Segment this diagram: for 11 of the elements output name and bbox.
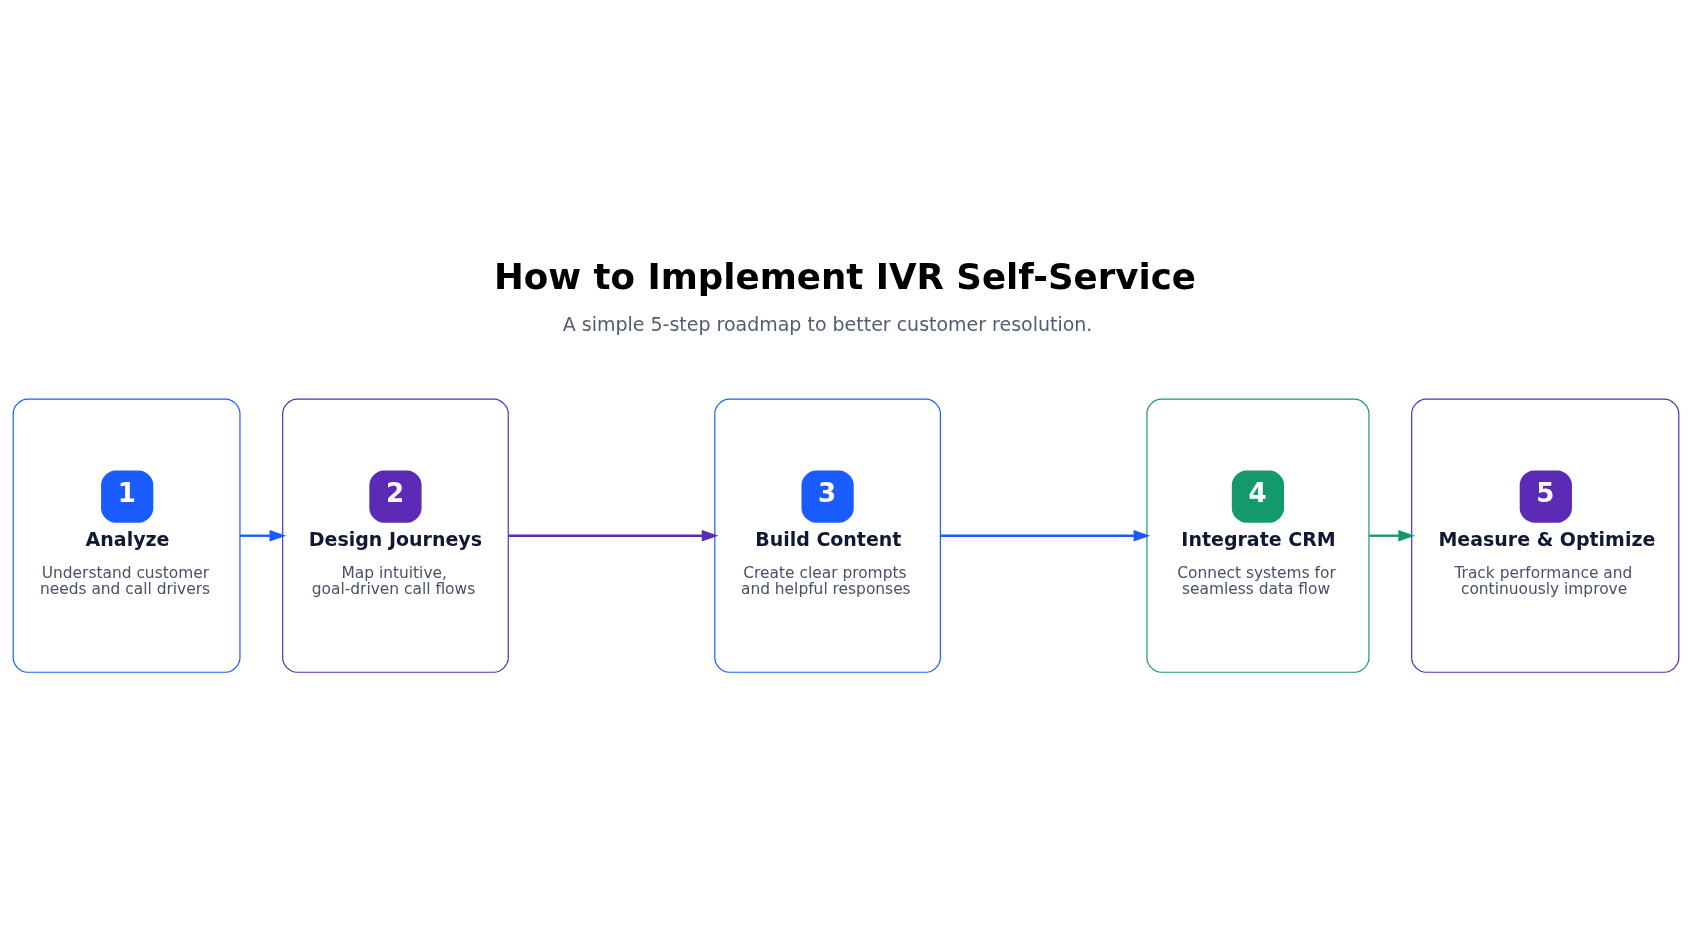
node-box: 5 Measure & Optimize Track performance and continuously improve xyxy=(1411,398,1680,673)
arrow xyxy=(940,529,1151,542)
arrow xyxy=(1369,529,1415,542)
node-box: 2 Design Journeys Map intuitive, goal-driven call flows xyxy=(282,398,509,673)
arrow xyxy=(508,529,719,542)
node-box: 1 Analyze Understand customer needs and call drivers xyxy=(12,398,241,673)
arrow xyxy=(240,529,287,542)
diagram-title: How to Implement IVR Self-Service xyxy=(494,255,1196,297)
node-box: 4 Integrate CRM Connect systems for seamless data flow xyxy=(1146,398,1370,673)
label: A simple 5-step roadmap to better customer resolution. xyxy=(562,313,1093,336)
node-box: 3 Build Content Create clear prompts and helpful responses xyxy=(714,398,941,673)
